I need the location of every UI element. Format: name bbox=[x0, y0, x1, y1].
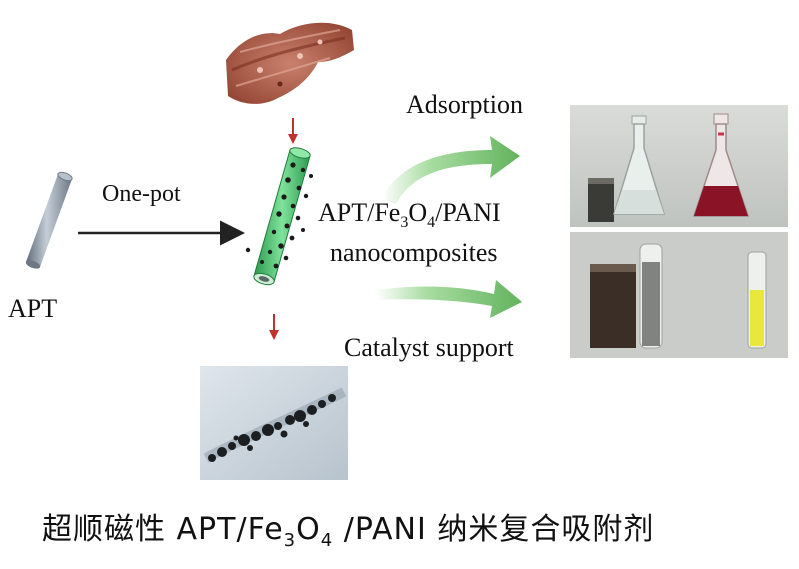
one-pot-label: One-pot bbox=[102, 181, 181, 207]
figure-caption: 超顺磁性 APT/Fe3O4 /PANI 纳米复合吸附剂 bbox=[42, 515, 654, 550]
caption-sub-3: 3 bbox=[283, 530, 297, 551]
adsorption-arrow bbox=[382, 136, 520, 204]
formula-sub-3: 3 bbox=[400, 214, 409, 232]
apt-rod-icon bbox=[25, 171, 73, 269]
formula-sub-4: 4 bbox=[427, 214, 436, 232]
catalyst-arrow bbox=[376, 280, 522, 318]
caption-sub-4: 4 bbox=[320, 530, 334, 551]
caption-part-a: 超顺磁性 APT/Fe bbox=[42, 512, 284, 547]
formula-part-o: O bbox=[408, 198, 428, 227]
apt-label: APT bbox=[8, 294, 58, 323]
caption-part-rest: /PANI 纳米复合吸附剂 bbox=[333, 512, 655, 547]
adsorption-label: Adsorption bbox=[406, 90, 523, 119]
nanocomposites-label: nanocomposites bbox=[330, 238, 498, 267]
caption-part-o: O bbox=[296, 512, 321, 547]
formula-part-a: APT/Fe bbox=[318, 198, 401, 227]
catalyst-support-label: Catalyst support bbox=[344, 333, 514, 362]
red-arrow-down-bottom bbox=[269, 314, 279, 340]
tem-micrograph-image bbox=[200, 366, 348, 480]
sem-micrograph-image bbox=[224, 8, 356, 112]
magnet-vial-photo bbox=[570, 232, 788, 358]
composite-tube-icon bbox=[245, 147, 313, 286]
flask-photo bbox=[570, 105, 788, 227]
product-formula-label: APT/Fe3O4/PANI bbox=[318, 200, 501, 231]
formula-part-pani: /PANI bbox=[435, 198, 501, 227]
red-arrow-down-top bbox=[288, 118, 298, 144]
